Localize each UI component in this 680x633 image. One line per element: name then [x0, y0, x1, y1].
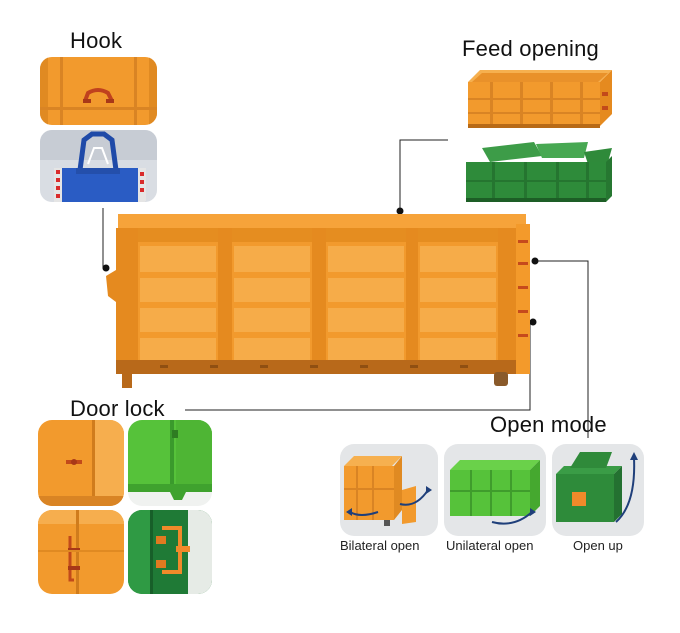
door-lock-photo-2 [128, 420, 212, 506]
feed-marker [396, 207, 404, 215]
open-up-caption: Open up [573, 538, 623, 553]
bilateral-open-caption: Bilateral open [340, 538, 420, 553]
main-container-illustration [106, 214, 530, 388]
open-mode-marker [531, 257, 539, 265]
door-lock-photo-4 [128, 510, 212, 594]
open-mode-heading: Open mode [490, 412, 607, 437]
unilateral-open-photo [444, 444, 546, 536]
hook-heading: Hook [70, 28, 123, 53]
feed-opening-heading: Feed opening [462, 36, 599, 61]
hook-marker [102, 264, 110, 272]
hook-photo-blue [40, 130, 157, 202]
door-lock-heading: Door lock [70, 396, 165, 421]
door-lock-marker [529, 318, 537, 326]
open-up-photo [552, 444, 644, 536]
door-lock-photo-3 [38, 510, 124, 594]
bilateral-open-photo [340, 444, 438, 536]
hook-photo-orange [40, 57, 157, 125]
feed-opening-photo-green [462, 142, 614, 204]
door-lock-photo-1 [38, 420, 124, 506]
feed-opening-photo-orange [462, 68, 614, 130]
unilateral-open-caption: Unilateral open [446, 538, 534, 553]
